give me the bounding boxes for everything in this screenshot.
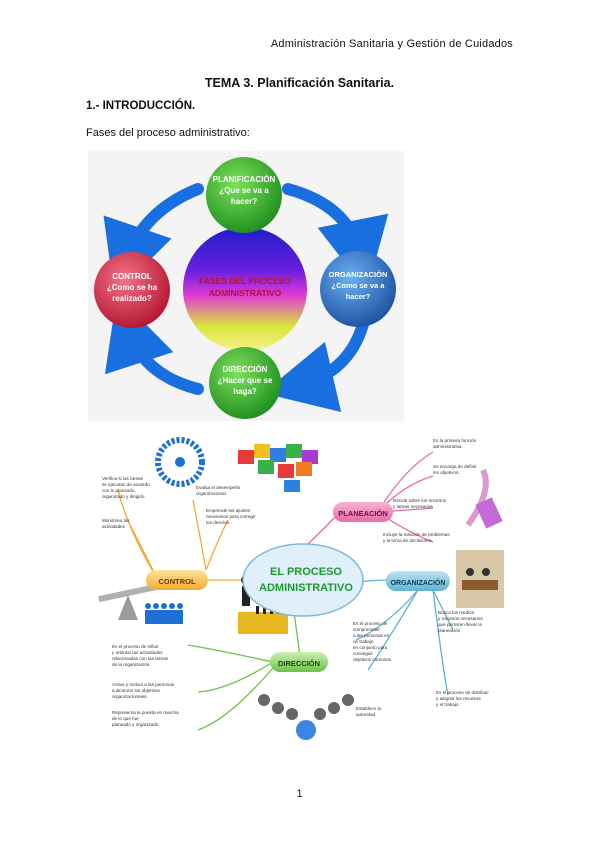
- svg-text:administrativa.: administrativa.: [433, 444, 463, 449]
- center-line-2: ADMINISTRATIVO: [209, 288, 282, 298]
- svg-text:organizacional.: organizacional.: [196, 491, 227, 496]
- svg-text:CONTROL: CONTROL: [158, 577, 195, 586]
- svg-text:organizado y dirigido: organizado y dirigido: [102, 494, 145, 499]
- svg-text:los objetivos.: los objetivos.: [433, 470, 460, 475]
- svg-text:y el trabajo: y el trabajo: [436, 702, 459, 707]
- svg-text:¿Hacer que se: ¿Hacer que se: [218, 376, 273, 385]
- mindmap-center: EL PROCESO ADMINISTRATIVO: [242, 543, 364, 617]
- organizacion-node: ORGANIZACIÓN ¿Como se va a hacer?: [320, 251, 396, 327]
- center-circle: FASES DEL PROCESO ADMINISTRATIVO: [183, 227, 307, 351]
- organizacion-mindmap-node: ORGANIZACIÓN: [386, 571, 450, 591]
- page-number: 1: [296, 788, 303, 800]
- process-cycle-diagram: FASES DEL PROCESO ADMINISTRATIVO PLANIFI…: [88, 151, 404, 421]
- svg-text:Evalúa el desempeño: Evalúa el desempeño: [196, 485, 241, 490]
- svg-text:y tareas necesarias: y tareas necesarias: [393, 504, 434, 509]
- svg-text:realizado?: realizado?: [112, 294, 152, 303]
- meeting-room-icon: [456, 550, 504, 608]
- svg-text:en conjunto para: en conjunto para: [353, 645, 388, 650]
- control-mindmap-node: CONTROL: [146, 570, 208, 590]
- svg-text:relacionadas con las tareas: relacionadas con las tareas: [112, 656, 169, 661]
- svg-text:Activa y motiva a las personas: Activa y motiva a las personas: [112, 682, 175, 687]
- svg-text:Emprende los ajustes: Emprende los ajustes: [206, 508, 251, 513]
- svg-text:EL PROCESO: EL PROCESO: [270, 566, 342, 578]
- control-notes: Verifica si las tareas se ejecutan de ac…: [102, 476, 256, 529]
- svg-text:DIRECCIÓN: DIRECCIÓN: [223, 365, 268, 374]
- svg-text:planeación: planeación: [438, 628, 461, 633]
- svg-text:CONTROL: CONTROL: [112, 272, 152, 281]
- svg-text:Es la primera función: Es la primera función: [433, 438, 477, 443]
- svg-text:organizacionales.: organizacionales.: [112, 694, 148, 699]
- svg-text:comprometer: comprometer: [353, 627, 381, 632]
- svg-text:y recursos necesarios: y recursos necesarios: [438, 616, 483, 621]
- svg-text:actividades: actividades: [102, 524, 126, 529]
- direccion-node: DIRECCIÓN ¿Hacer que se haga?: [209, 347, 281, 419]
- cycle-arrows: [103, 183, 389, 412]
- svg-text:ADMINISTRATIVO: ADMINISTRATIVO: [259, 582, 353, 594]
- svg-text:¿Como se ha: ¿Como se ha: [107, 283, 158, 292]
- svg-text:Establece la: Establece la: [356, 706, 381, 711]
- svg-text:objetivos comunes.: objetivos comunes.: [353, 657, 392, 662]
- puzzle-icon: [238, 444, 318, 492]
- arrow-curve-icon: [465, 468, 503, 529]
- svg-text:ORGANIZACIÓN: ORGANIZACIÓN: [391, 578, 446, 587]
- svg-text:Verifica si las tareas: Verifica si las tareas: [102, 476, 144, 481]
- balance-scale-icon: [98, 583, 183, 624]
- svg-text:de lo que fue: de lo que fue: [112, 716, 139, 721]
- control-node: CONTROL ¿Como se ha realizado?: [94, 252, 170, 328]
- svg-text:hacer?: hacer?: [346, 292, 371, 301]
- svg-text:Se encarga de definir: Se encarga de definir: [433, 464, 477, 469]
- organizacion-notes: Es el proceso de comprometer a las perso…: [353, 610, 489, 717]
- svg-text:¿Como se va a: ¿Como se va a: [332, 281, 386, 290]
- svg-text:autoridad: autoridad: [356, 712, 376, 717]
- svg-text:ORGANIZACIÓN: ORGANIZACIÓN: [329, 270, 388, 279]
- direccion-notes: Es el proceso de influir y orientar las …: [112, 644, 179, 727]
- svg-text:planeado y organizado.: planeado y organizado.: [112, 722, 160, 727]
- svg-text:y orientar las actividades: y orientar las actividades: [112, 650, 163, 655]
- svg-text:PLANEACIÓN: PLANEACIÓN: [338, 509, 388, 518]
- svg-text:PLANIFICACIÓN: PLANIFICACIÓN: [213, 175, 276, 184]
- svg-text:se ejecutan de acuerdo: se ejecutan de acuerdo: [102, 482, 150, 487]
- team-figures-icon: [258, 694, 354, 740]
- svg-text:necesarios para corregir: necesarios para corregir: [206, 514, 256, 519]
- svg-text:a las personas en: a las personas en: [353, 633, 390, 638]
- svg-text:Es el proceso de: Es el proceso de: [353, 621, 388, 626]
- process-mindmap: EL PROCESO ADMINISTRATIVO PLANEACIÓN CON…: [88, 430, 514, 755]
- svg-text:de la organización.: de la organización.: [112, 662, 151, 667]
- svg-text:DIRECCIÓN: DIRECCIÓN: [278, 659, 320, 668]
- running-header: Administración Sanitaria y Gestión de Cu…: [270, 38, 513, 50]
- svg-text:con lo planeado,: con lo planeado,: [102, 488, 136, 493]
- svg-text:Busca los medios: Busca los medios: [438, 610, 475, 615]
- document-title: TEMA 3. Planificación Sanitaria.: [204, 76, 395, 90]
- svg-text:Es el proceso de distribuir: Es el proceso de distribuir: [436, 690, 489, 695]
- svg-text:Es el proceso de influir: Es el proceso de influir: [112, 644, 159, 649]
- svg-text:y la toma de decisiones.: y la toma de decisiones.: [383, 538, 432, 543]
- svg-text:que permiten llevar la: que permiten llevar la: [438, 622, 482, 627]
- svg-text:un trabajo: un trabajo: [353, 639, 374, 644]
- svg-text:Decide sobre los recursos: Decide sobre los recursos: [393, 498, 447, 503]
- svg-text:haga?: haga?: [233, 387, 257, 396]
- svg-text:Monitorea las: Monitorea las: [102, 518, 130, 523]
- svg-text:Incluye la solución de problem: Incluye la solución de problemas: [383, 532, 450, 537]
- svg-text:a alcanzar los objetivos: a alcanzar los objetivos: [112, 688, 160, 693]
- section-heading: 1.- INTRODUCCIÓN.: [86, 100, 196, 112]
- svg-text:hacer?: hacer?: [231, 197, 257, 206]
- direccion-mindmap-node: DIRECCIÓN: [270, 652, 328, 672]
- svg-text:y asignar los recursos: y asignar los recursos: [436, 696, 481, 701]
- intro-text: Fases del proceso administrativo:: [86, 127, 250, 139]
- svg-text:Representa la puesta en marcha: Representa la puesta en marcha: [112, 710, 179, 715]
- planeacion-notes: Es la primera función administrativa. Se…: [383, 438, 477, 543]
- planeacion-node: PLANEACIÓN: [333, 502, 393, 522]
- center-line-1: FASES DEL PROCESO: [199, 276, 291, 286]
- svg-text:los desvíos.: los desvíos.: [206, 520, 230, 525]
- planificacion-node: PLANIFICACIÓN ¿Que se va a hacer?: [206, 157, 282, 233]
- svg-text:conseguir: conseguir: [353, 651, 373, 656]
- svg-text:¿Que se va a: ¿Que se va a: [219, 186, 269, 195]
- people-circle-icon: [155, 437, 205, 487]
